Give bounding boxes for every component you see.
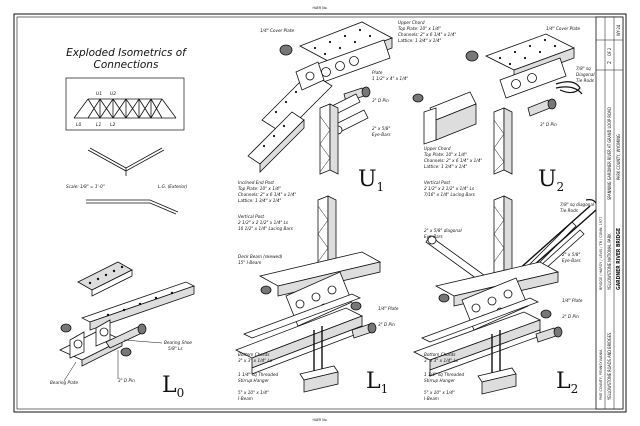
l1-vertical-post-note: Vertical Post [238,214,264,219]
l1-deck-beam-note2: 15" I-Beam [238,260,261,265]
l0-leaders [63,339,163,382]
l2-diag-note2: Eye-Bars [424,234,443,239]
plan-sketch [86,199,179,215]
l1-plate-note: 1/4" Plate [378,306,399,311]
u1-upper-chord-note: Upper Chord [398,20,425,25]
l2-eyebars-note2: Eye-Bars [562,258,581,263]
l2-rod-note2: Tie Rods [560,208,579,213]
title-block-sheet-of: OF 2 [607,48,612,56]
title-block-line6: GARDNER RIVER BRIDGE [616,228,622,290]
l0-bearing-plate-note: Bearing Plate [50,380,78,385]
key-label-u2: U2 [110,91,116,97]
bottom-sheet-mark: HAER No. [313,418,328,422]
u1-channels-note: Channels: 2" x 6 1/4" x 1/4" [398,32,456,37]
panel-label-u2: U2 [538,167,564,194]
u1-iep-lattice-note: Lattice: 1 3/4" x 1/4" [238,198,282,203]
key-label-u1: U1 [96,91,102,97]
panel-label-l2: L2 [556,369,578,396]
scale-note-right: L.G. (Exterior) [158,184,188,189]
l1-bottom-chords-note: Bottom Chords [238,352,270,357]
title-block: PIKE COUNTY, PENNSYLVANIA BRIDGE / HARDY… [595,16,624,410]
panel-label-l0: L0 [162,373,184,400]
l2-eyebars-note: 2" x 5/8" [562,252,580,257]
l1-beam-note: 5" x 10" x 1/4" [238,390,269,395]
l0-bearing-assembly [59,261,196,367]
l2-pin-note: 3" D Pin [562,314,579,319]
l1-beam-note2: I-Beam [238,396,253,401]
l2-beam-note: 5" x 10" x 1/4" [424,390,455,395]
l0-bearing-shoe-note: Bearing Shoe [164,340,192,345]
u2-lattice-note: Lattice: 1 3/4" x 1/4" [424,164,468,169]
title-block-line4: YELLOWSTONE NATIONAL PARK [607,233,612,290]
l1-hanger-note: 1 1/4" sq Threaded [238,372,278,377]
l2-diag-note: 2" x 5/8" diagonal [424,228,463,233]
elevation-sketch [87,147,165,176]
title-block-haer-no: WY-24 [616,24,621,36]
scale-note-left: Scale: 1/8" = 1'-0" [66,184,105,189]
l1-bc-angles-note: 3" x 3" x 1/4" Ls [238,358,273,363]
l2-bottom-chords-note: Bottom Chords [424,352,456,357]
u1-top-plate-note: Top Plate: 10" x 1/4" [398,26,441,31]
title-block-line7: PARK COUNTY, WYOMING [616,134,621,180]
l2-assembly [412,195,599,395]
u2-rod-note: 7/8" sq [576,66,591,71]
key-label-l0: L0 [76,122,82,128]
key-label-l2: L2 [110,122,116,128]
u1-cover-plate-note: 1/4" Cover Plate [260,28,294,33]
drawing-title-line2: Connections [94,59,159,71]
u1-iep-top-note: Top Plate: 10" x 1/4" [238,186,281,191]
sheet-outer-border [13,13,627,413]
l2-vertical-post-note: Vertical Post [424,180,450,185]
u2-channels-note: Channels: 2" x 6 1/4" x 1/4" [424,158,482,163]
u1-inclined-end-post-note: Inclined End Post [238,180,274,185]
u1-assembly [247,21,393,175]
l1-hanger-note2: Stirrup Hanger [238,378,269,383]
u1-lattice-note: Lattice: 1 3/4" x 1/4" [398,38,442,43]
u2-top-plate-note: Top Plate: 10" x 1/4" [424,152,467,157]
u1-plate-size-note: 1 1/2" x 4" x 1/4" [372,76,408,81]
panel-label-u1: U1 [358,167,384,194]
drawing-title-line1: Exploded Isometrics of [66,47,188,59]
title-block-line1: PIKE COUNTY, PENNSYLVANIA [598,349,603,400]
l1-vp-angles-note: 2 1/2" x 2 1/2" x 1/4" Ls [238,220,289,225]
u2-rod-note2: Diagonal [576,72,595,77]
u2-cover-plate-note: 1/4" Cover Plate [546,26,580,31]
title-block-sheet-no: 2 [607,61,613,64]
u1-iep-channels-note: Channels: 2" x 6 1/4" x 1/4" [238,192,296,197]
l1-deck-beam-note: Deck Beam (skewed) [238,254,283,259]
l2-bc-angles-note: 3" x 3" x 1/4" Ls [424,358,459,363]
l2-vp-angles-note: 2 1/2" x 2 1/2" x 1/4" Ls [424,186,475,191]
key-label-l1: L1 [96,122,102,128]
panel-label-l1: L1 [366,369,388,396]
title-block-line2: BRIDGE / HARDY / LEVIS / TB / CONN. 1977 [598,217,603,290]
u1-plate-note: Plate [372,70,383,75]
title-block-line3: YELLOWSTONE ROADS AND BRIDGES [607,332,612,400]
u2-assembly [412,33,583,175]
truss-key-diagram: U1 U2 L0 L1 L2 [65,77,185,131]
l1-pin-note: 3" D Pin [378,322,395,327]
l2-hanger-note2: Stirrup Hanger [424,378,455,383]
u2-rod-note3: Tie Rods [576,78,595,83]
l2-rod-note: 7/8" sq diagonal [560,202,595,207]
l1-vp-lacing-note: 10 1/2" x 1/4" Lacing Bars [238,226,294,231]
l1-assembly [235,195,382,393]
l2-plate-note: 1/4" Plate [562,298,583,303]
u1-pin-note: 3" D Pin [372,98,389,103]
u2-pin-note: 3" D Pin [540,122,557,127]
title-block-line5: SPANNING GARDINER RIVER AT GRAND LOOP RO… [607,107,612,200]
u2-upper-chord-note: Upper Chord [424,146,451,151]
l2-vp-lacing-note: 7/16" x 1/4" Lacing Bars [424,192,476,197]
top-sheet-mark: HAER No. [313,6,328,10]
u1-eyebars-note: 2" x 5/8" [372,126,390,131]
l2-hanger-note: 1 1/4" sq Threaded [424,372,464,377]
u1-eyebars-note2: Eye-Bars [372,132,391,137]
l0-pin-note: 3" D Pin [118,378,135,383]
l2-beam-note2: I-Beam [424,396,439,401]
l0-bearing-shoe-note2: 5/8" Ls [168,346,183,351]
